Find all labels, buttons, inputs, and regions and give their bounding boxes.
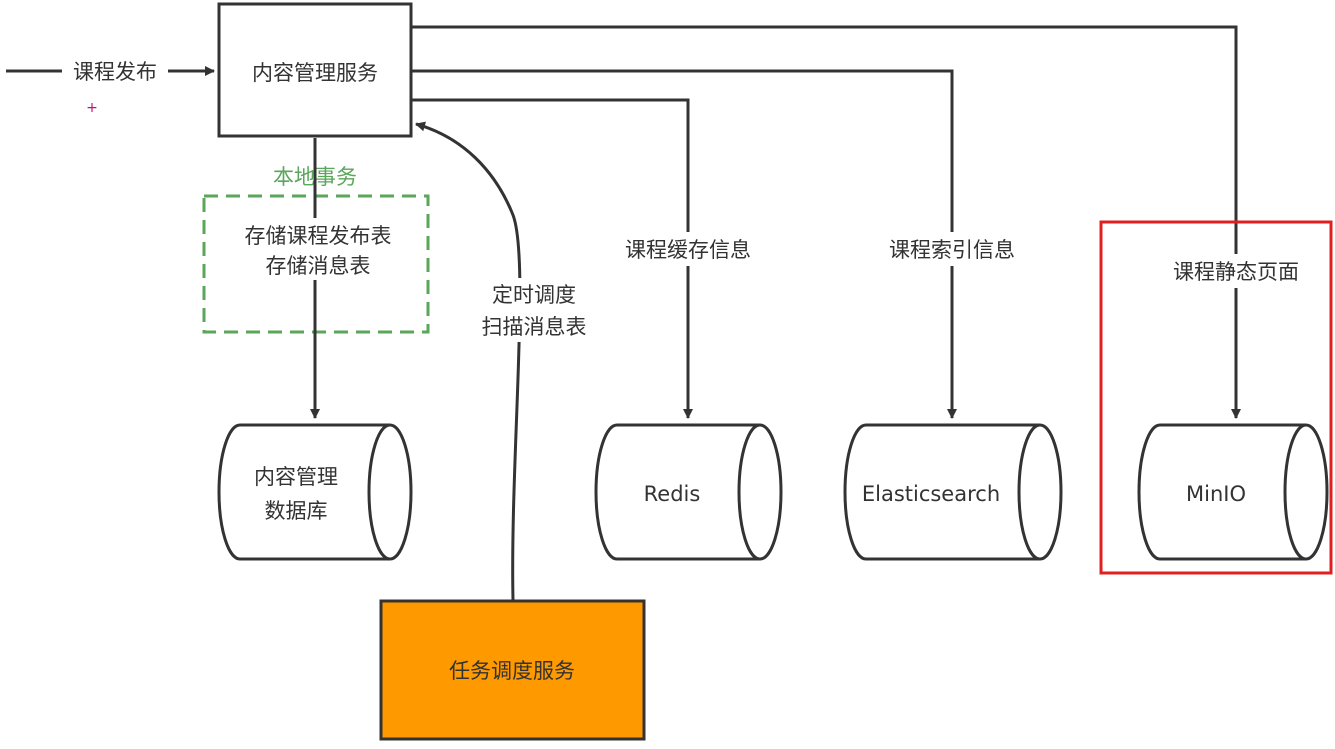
redis-label: Redis xyxy=(644,482,701,506)
local-transaction-line1: 存储课程发布表 xyxy=(245,224,392,248)
redis-edge-label-bg xyxy=(612,232,764,266)
minio-label: MinIO xyxy=(1186,482,1246,506)
scheduler-arrow-line2: 扫描消息表 xyxy=(482,315,587,339)
scheduler-arrow-line1: 定时调度 xyxy=(492,283,576,307)
task-scheduler-box xyxy=(379,599,646,741)
elasticsearch-cylinder xyxy=(843,423,1063,561)
content-db-line2: 数据库 xyxy=(265,499,328,523)
minio-highlight-box xyxy=(1099,220,1333,575)
content-db-cylinder xyxy=(217,423,413,561)
elasticsearch-edge-label: 课程索引信息 xyxy=(889,238,1015,262)
elasticsearch-label: Elasticsearch xyxy=(862,482,1000,506)
content-service-label: 内容管理服务 xyxy=(252,61,378,85)
content-service-box xyxy=(217,2,413,138)
minio-edge-label: 课程静态页面 xyxy=(1173,260,1299,284)
redis-arrow xyxy=(411,98,693,419)
elasticsearch-edge-label-bg xyxy=(876,232,1028,266)
content-db-line1: 内容管理 xyxy=(254,465,338,489)
redis-edge-label: 课程缓存信息 xyxy=(625,238,751,262)
scheduler-label-bg xyxy=(470,278,600,342)
redis-cylinder xyxy=(594,423,783,561)
elasticsearch-arrow xyxy=(411,69,957,419)
task-scheduler-label: 任务调度服务 xyxy=(449,659,575,683)
scheduler-curved-arrow xyxy=(415,121,522,601)
cursor-crosshair-icon: + xyxy=(86,100,98,116)
minio-edge-label-bg xyxy=(1156,254,1316,288)
minio-cylinder xyxy=(1137,423,1329,561)
input-label: 课程发布 xyxy=(73,60,157,84)
local-transaction-line2: 存储消息表 xyxy=(266,254,371,278)
